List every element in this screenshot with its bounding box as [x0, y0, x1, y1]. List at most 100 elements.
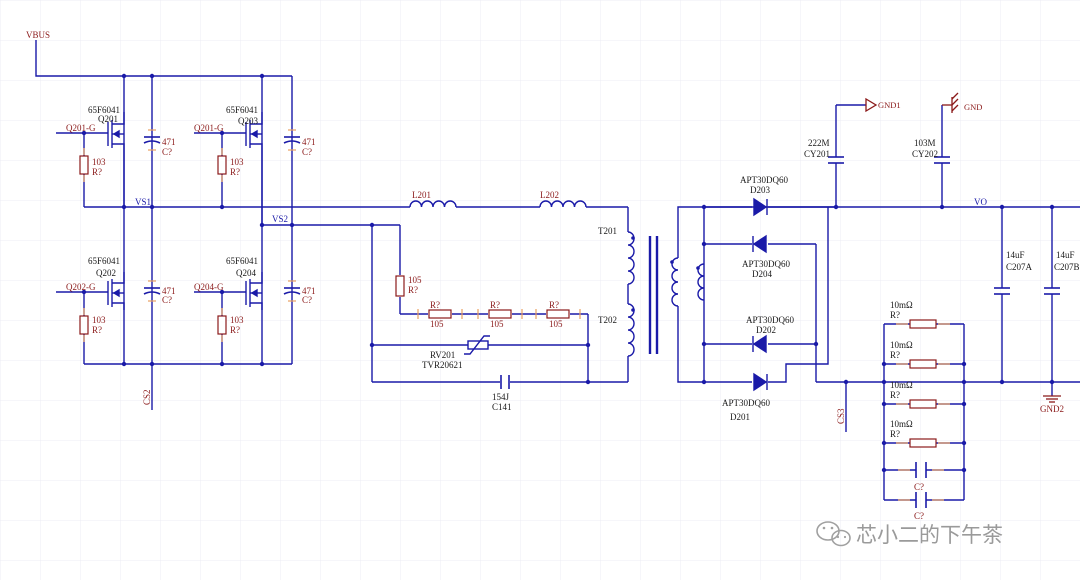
d203-part: APT30DQ60: [740, 175, 789, 185]
shunt-2-value: 10mΩ: [890, 340, 913, 350]
cap-upper-left-ref: C?: [162, 147, 172, 157]
mosfet-q204[interactable]: [245, 272, 263, 310]
shunt-3-ref: R?: [890, 390, 900, 400]
shunt-3-value: 10mΩ: [890, 380, 913, 390]
wechat-icon: [816, 521, 851, 547]
q201-part: 65F6041: [88, 105, 120, 115]
varistor-rv201[interactable]: [464, 335, 490, 355]
rv201-ref: RV201: [430, 350, 455, 360]
r-series-1-ref: R?: [430, 300, 440, 310]
diode-d201[interactable]: [753, 372, 768, 392]
capacitor-cy201[interactable]: [828, 156, 844, 164]
capacitor-c-upper-left[interactable]: [143, 136, 161, 144]
cap-lower-right-value: 471: [302, 286, 316, 296]
transformer-secondary-2[interactable]: [697, 263, 705, 301]
res-gate-q204-ref: R?: [230, 325, 240, 335]
net-label-vo: VO: [974, 197, 987, 207]
mosfet-q202[interactable]: [107, 272, 125, 310]
cy201-value: 222M: [808, 138, 830, 148]
transformer-secondary-1[interactable]: [671, 257, 679, 307]
shunt-resistor-1[interactable]: [909, 319, 937, 329]
res-gate-q201-ref: R?: [92, 167, 102, 177]
net-label-gnd2: GND2: [1040, 404, 1064, 414]
resistor-r-series-2[interactable]: [488, 309, 512, 319]
gnd2-symbol[interactable]: [1043, 395, 1061, 403]
resistor-r-gate-q203[interactable]: [217, 155, 227, 175]
capacitor-c141[interactable]: [500, 375, 510, 389]
r-series-3-ref: R?: [549, 300, 559, 310]
net-label-q201-g-right: Q201-G: [194, 123, 224, 133]
res-gate-q202-value: 103: [92, 315, 106, 325]
d203-ref: D203: [750, 185, 770, 195]
l202-ref: L202: [540, 190, 559, 200]
snubber-cap-1-ref: C?: [914, 482, 924, 492]
gnd-earth-symbol[interactable]: [942, 92, 959, 113]
c207a-ref: C207A: [1006, 262, 1033, 272]
gnd1-symbol[interactable]: [865, 97, 878, 113]
power-symbols: [865, 92, 1061, 403]
transformer-primary-t201[interactable]: [627, 231, 635, 285]
net-label-q202-g: Q202-G: [66, 282, 96, 292]
c207b-value: 14uF: [1056, 250, 1075, 260]
cy202-ref: CY202: [912, 149, 938, 159]
capacitor-c-snubber-2[interactable]: [915, 492, 927, 508]
r-series-3-value: 105: [549, 319, 563, 329]
c141-ref: C141: [492, 402, 512, 412]
rv201-part: TVR20621: [422, 360, 463, 370]
capacitor-c-upper-right[interactable]: [283, 136, 301, 144]
bridge-capacitors: [143, 136, 301, 295]
cap-upper-right-ref: C?: [302, 147, 312, 157]
net-label-cs2: CS2: [142, 389, 152, 405]
net-label-vs1: VS1: [135, 197, 151, 207]
t202-ref: T202: [598, 315, 617, 325]
shunt-resistors: [909, 319, 937, 448]
inductor-l202[interactable]: [539, 200, 587, 208]
transformer-primary-t202[interactable]: [627, 303, 635, 357]
shunt-4-value: 10mΩ: [890, 419, 913, 429]
capacitor-c-lower-left[interactable]: [143, 287, 161, 295]
watermark: 芯小二的下午茶: [816, 521, 1003, 547]
net-label-q201-g-left: Q201-G: [66, 123, 96, 133]
capacitor-c207b[interactable]: [1044, 287, 1060, 295]
resistor-r-gate-q201[interactable]: [79, 155, 89, 175]
resistor-r-series-1[interactable]: [428, 309, 452, 319]
resistor-r-gate-q202[interactable]: [79, 315, 89, 335]
capacitor-c207a[interactable]: [994, 287, 1010, 295]
cap-lower-left-ref: C?: [162, 295, 172, 305]
cap-lower-right-ref: C?: [302, 295, 312, 305]
net-label-vbus: VBUS: [26, 30, 50, 40]
resistor-r-series-3[interactable]: [546, 309, 570, 319]
t201-ref: T201: [598, 226, 617, 236]
res-gate-q202-ref: R?: [92, 325, 102, 335]
shunt-resistor-2[interactable]: [909, 359, 937, 369]
diode-d203[interactable]: [753, 197, 768, 217]
capacitor-c-lower-right[interactable]: [283, 287, 301, 295]
net-label-cs3: CS3: [836, 408, 846, 424]
shunt-1-ref: R?: [890, 310, 900, 320]
net-label-gnd1: GND1: [878, 100, 901, 110]
q204-ref: Q204: [236, 268, 256, 278]
shunt-2-ref: R?: [890, 350, 900, 360]
res-gate-q203-ref: R?: [230, 167, 240, 177]
resistor-r-gate-q204[interactable]: [217, 315, 227, 335]
diode-d202[interactable]: [752, 334, 767, 354]
r-vertical-value: 105: [408, 275, 422, 285]
transformer-dots: [631, 236, 700, 312]
capacitor-c-snubber-1[interactable]: [915, 462, 927, 478]
mosfet-q203[interactable]: [245, 112, 263, 150]
mosfet-q201[interactable]: [107, 112, 125, 150]
r-series-1-value: 105: [430, 319, 444, 329]
resistor-r-vertical-105[interactable]: [395, 275, 405, 297]
diode-d204[interactable]: [752, 234, 767, 254]
shunt-resistor-3[interactable]: [909, 399, 937, 409]
output-capacitors: [828, 156, 1060, 508]
capacitor-cy202[interactable]: [934, 156, 950, 164]
shunt-1-value: 10mΩ: [890, 300, 913, 310]
r-vertical-ref: R?: [408, 285, 418, 295]
shunt-resistor-4[interactable]: [909, 438, 937, 448]
inductor-l201[interactable]: [409, 200, 457, 208]
tank-resistors: [395, 275, 570, 319]
cap-upper-left-value: 471: [162, 137, 176, 147]
diodes: [752, 197, 768, 392]
